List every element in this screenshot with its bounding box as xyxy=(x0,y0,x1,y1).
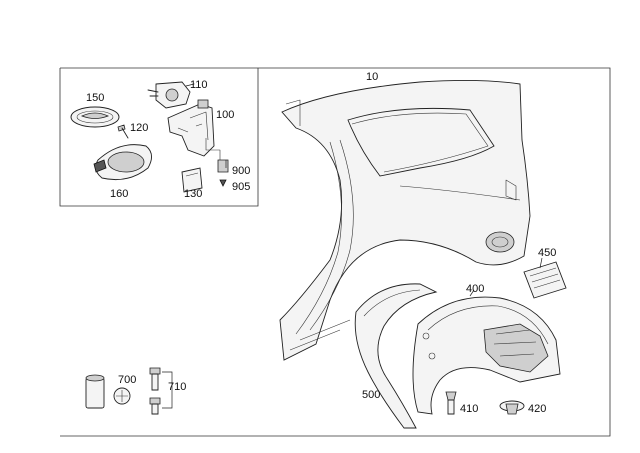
part-120-screw xyxy=(117,124,129,139)
part-450-vent-grille xyxy=(523,261,567,299)
label-110: 110 xyxy=(190,79,208,91)
part-420-expanding-nut xyxy=(499,400,525,415)
label-700: 700 xyxy=(118,374,136,386)
part-160-fuel-door xyxy=(93,144,152,181)
part-410-push-clip xyxy=(445,391,457,415)
label-100: 100 xyxy=(216,109,234,121)
part-710-bolts xyxy=(149,367,173,415)
label-160: 160 xyxy=(110,188,128,200)
part-labels: 10 150 110 100 120 900 905 160 130 450 4… xyxy=(86,71,556,415)
label-420: 420 xyxy=(528,403,546,415)
label-410: 410 xyxy=(460,403,478,415)
part-500-wheel-arch-trim xyxy=(354,283,438,429)
part-900-905-fasteners xyxy=(205,138,229,187)
diagram-frame xyxy=(59,67,611,437)
label-120: 120 xyxy=(130,122,148,134)
part-150-fuel-flap-cover xyxy=(70,106,120,128)
label-130: 130 xyxy=(184,188,202,200)
label-400: 400 xyxy=(466,283,484,295)
part-10-side-panel xyxy=(279,79,531,361)
part-110-actuator xyxy=(147,81,195,109)
part-100-filler-housing xyxy=(167,99,215,157)
label-710: 710 xyxy=(168,381,186,393)
label-10: 10 xyxy=(366,71,378,83)
part-130-clip xyxy=(181,167,203,193)
part-400-wheelhouse-liner xyxy=(412,296,561,415)
label-905: 905 xyxy=(232,181,250,193)
label-150: 150 xyxy=(86,92,104,104)
label-450: 450 xyxy=(538,247,556,259)
part-700-adhesive-cartridge xyxy=(85,374,131,409)
label-500: 500 xyxy=(362,389,380,401)
leader-lines xyxy=(225,160,543,297)
label-900: 900 xyxy=(232,165,250,177)
